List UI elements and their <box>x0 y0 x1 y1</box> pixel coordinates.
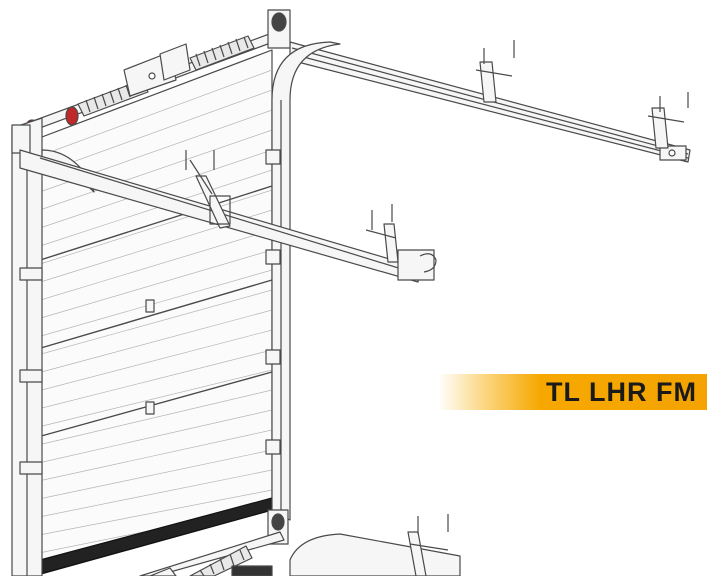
ceiling-hanger-2 <box>365 204 399 263</box>
ceiling-hanger-1 <box>185 150 231 229</box>
center-bearing-bracket <box>123 43 191 97</box>
ceiling-hanger-4 <box>647 92 689 149</box>
torsion-spring-right <box>189 35 255 71</box>
ceiling-hanger-3 <box>475 40 515 103</box>
door-handles <box>145 299 155 415</box>
model-badge: TL LHR FM <box>438 374 707 410</box>
model-code-label: TL LHR FM <box>546 377 697 407</box>
end-bearing-plate-right <box>267 9 291 49</box>
right-vertical-track <box>265 41 341 521</box>
lower-drawing-partial <box>139 509 461 576</box>
door-panel <box>33 49 273 576</box>
